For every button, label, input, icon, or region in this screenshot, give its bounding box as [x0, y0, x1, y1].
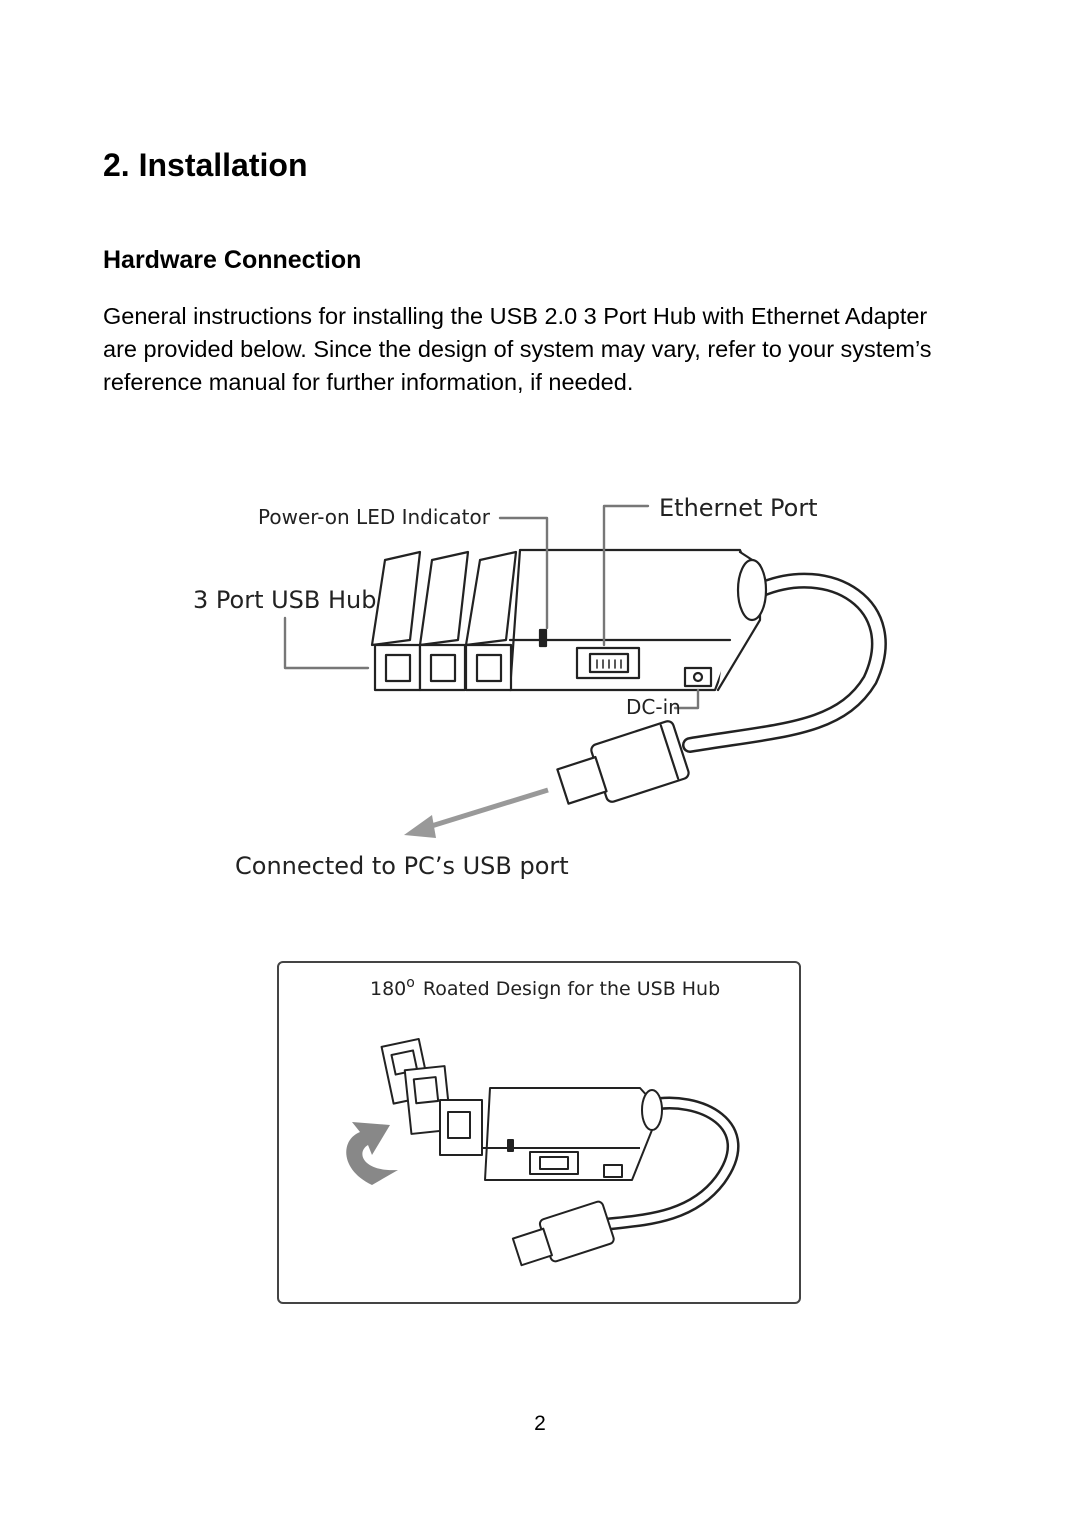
rotated-adapter-body	[484, 1087, 661, 1181]
page-number: 2	[534, 1412, 546, 1435]
pc-connection-label: Connected to PC’s USB port	[235, 852, 569, 880]
degree-symbol: o	[406, 975, 415, 991]
intro-paragraph: General instructions for installing the …	[103, 303, 932, 395]
hardware-connection-diagram: Power-on LED Indicator Ethernet Port 3 P…	[193, 494, 887, 880]
rotated-usb-port-3	[439, 1099, 483, 1156]
led-indicator-label: Power-on LED Indicator	[258, 505, 491, 529]
dc-in-label: DC-in	[626, 695, 681, 719]
rotation-design-figure: 180o Roated Design for the USB Hub	[277, 961, 801, 1304]
rotated-usb-plug	[511, 1200, 615, 1267]
rotation-caption: Roated Design for the USB Hub	[423, 978, 720, 1000]
connect-arrow	[424, 787, 549, 831]
callout-lines	[283, 504, 700, 710]
arrow-head	[404, 815, 436, 838]
section-heading: Hardware Connection	[103, 246, 362, 274]
usb-hub-port-1	[370, 550, 422, 692]
page-title: 2. Installation	[103, 147, 308, 183]
rotation-arrow-icon	[346, 1122, 398, 1185]
ethernet-port-label: Ethernet Port	[659, 494, 818, 522]
usb-hub-label: 3 Port USB Hub	[193, 586, 377, 614]
usb-hub-port-3	[464, 550, 518, 692]
rotation-degree: 180	[370, 978, 406, 1000]
usb-plug	[556, 720, 690, 805]
usb-hub-port-2	[418, 550, 470, 692]
power-led	[538, 628, 548, 648]
